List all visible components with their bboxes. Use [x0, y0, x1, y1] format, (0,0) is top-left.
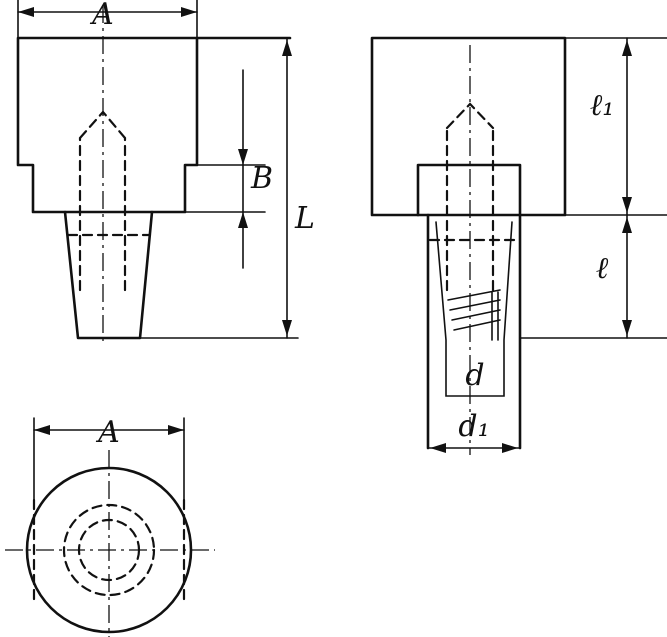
front-head-outline: [16, 36, 292, 214]
front-a-arrow-right: [181, 7, 197, 17]
plan-width-label: A: [95, 415, 120, 450]
front-l-arrow-bottom: [282, 320, 292, 336]
front-b-arrow-top: [238, 149, 248, 165]
front-a-arrow-left: [18, 7, 34, 17]
side-thread-hatch: [447, 289, 501, 341]
plan-a-arrow-left: [34, 425, 50, 435]
front-width-label: A: [89, 0, 114, 32]
side-d1-arrow-right: [502, 443, 518, 453]
side-pin-inner: [435, 221, 513, 397]
front-step-line: [184, 164, 266, 213]
plan-view: A: [5, 415, 215, 637]
side-bore-label: d: [465, 358, 484, 393]
front-length-label: L: [294, 201, 315, 236]
side-pin-label: ℓ: [596, 251, 609, 286]
front-step-label: B: [250, 161, 273, 196]
side-head-label: ℓ₁: [590, 88, 615, 123]
side-view: ℓ₁ ℓ d d₁: [370, 36, 667, 455]
side-l-arrow-bottom: [622, 320, 632, 336]
side-l1-arrow-top: [622, 40, 632, 56]
side-head-top-ext: [564, 37, 667, 216]
side-hidden-bore: [428, 102, 520, 292]
front-shank-outline: [63, 210, 154, 340]
side-l-arrow-top: [622, 217, 632, 233]
front-hidden-bore: [66, 110, 152, 292]
side-outer-label: d₁: [458, 409, 489, 444]
side-collar-outline: [416, 163, 522, 217]
plan-a-arrow-right: [168, 425, 184, 435]
side-head-outline: [370, 36, 567, 217]
side-pin-outline: [426, 213, 522, 450]
side-l1-arrow-bottom: [622, 197, 632, 213]
front-view: A B L: [16, 0, 315, 345]
side-d1-arrow-left: [430, 443, 446, 453]
front-b-arrow-bottom: [238, 212, 248, 228]
front-l-arrow-top: [282, 40, 292, 56]
